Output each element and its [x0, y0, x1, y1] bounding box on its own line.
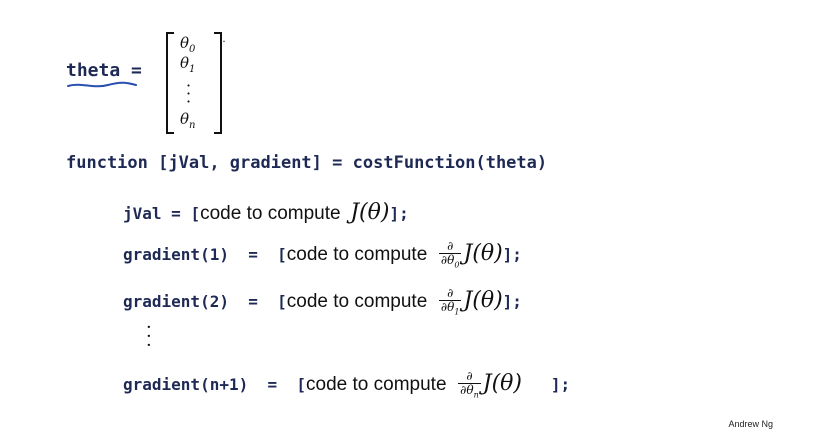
- theta-equals: =: [131, 60, 142, 81]
- line-text: code to compute: [286, 244, 428, 266]
- line-text: code to compute: [286, 291, 428, 313]
- partial-derivative: ∂∂θ0: [438, 239, 462, 270]
- vector-entry-1: θ1: [180, 54, 196, 75]
- line-lhs: gradient(2): [123, 292, 229, 312]
- cost-expression: J(θ): [463, 288, 503, 314]
- left-bracket: [166, 32, 174, 134]
- function-signature: function [jVal, gradient] = costFunction…: [66, 153, 547, 173]
- right-bracket: [214, 32, 222, 134]
- line-open-bracket: [: [277, 245, 287, 265]
- line-equals: =: [171, 204, 181, 223]
- theta-label: theta =: [66, 60, 142, 81]
- function-keyword: function: [66, 153, 148, 173]
- tick-mark: ·: [222, 34, 226, 48]
- line-text: code to compute: [200, 203, 341, 224]
- line-text: code to compute: [306, 374, 447, 396]
- line-close: ];: [550, 375, 571, 395]
- line-open-bracket: [: [296, 375, 307, 395]
- line-close: ];: [389, 204, 409, 223]
- cost-expression: J(θ): [350, 200, 390, 225]
- line-open-bracket: [: [277, 292, 287, 312]
- vertical-dots: ···: [146, 317, 152, 356]
- line-lhs: gradient(1): [123, 245, 229, 265]
- handwritten-underline: [67, 81, 137, 88]
- function-outputs: [jVal, gradient]: [158, 153, 322, 173]
- line-equals: =: [248, 292, 258, 312]
- cost-expression: J(θ): [463, 241, 503, 267]
- function-equals: =: [332, 153, 343, 173]
- line-equals: =: [248, 245, 258, 265]
- line-lhs: jVal: [123, 204, 162, 223]
- vector-entry-n: θn: [180, 110, 196, 131]
- line-lhs: gradient(n+1): [123, 375, 249, 395]
- function-call: costFunction(theta): [352, 153, 548, 173]
- author-credit: Andrew Ng: [728, 419, 773, 429]
- vector-entry-0: θ0: [180, 34, 196, 55]
- partial-derivative: ∂∂θn: [458, 369, 481, 400]
- theta-word: theta: [66, 60, 121, 81]
- code-line-jval: jVal = [code to compute J(θ)];: [123, 200, 409, 225]
- theta-vector: θ0 θ1 ··· θn: [166, 32, 222, 134]
- line-close: ];: [502, 292, 522, 312]
- vertical-dots: ···: [186, 76, 192, 111]
- line-open-bracket: [: [190, 204, 201, 223]
- line-close: ];: [502, 245, 522, 265]
- partial-derivative: ∂∂θ1: [438, 286, 462, 317]
- cost-expression: J(θ): [482, 371, 522, 397]
- line-equals: =: [267, 375, 278, 395]
